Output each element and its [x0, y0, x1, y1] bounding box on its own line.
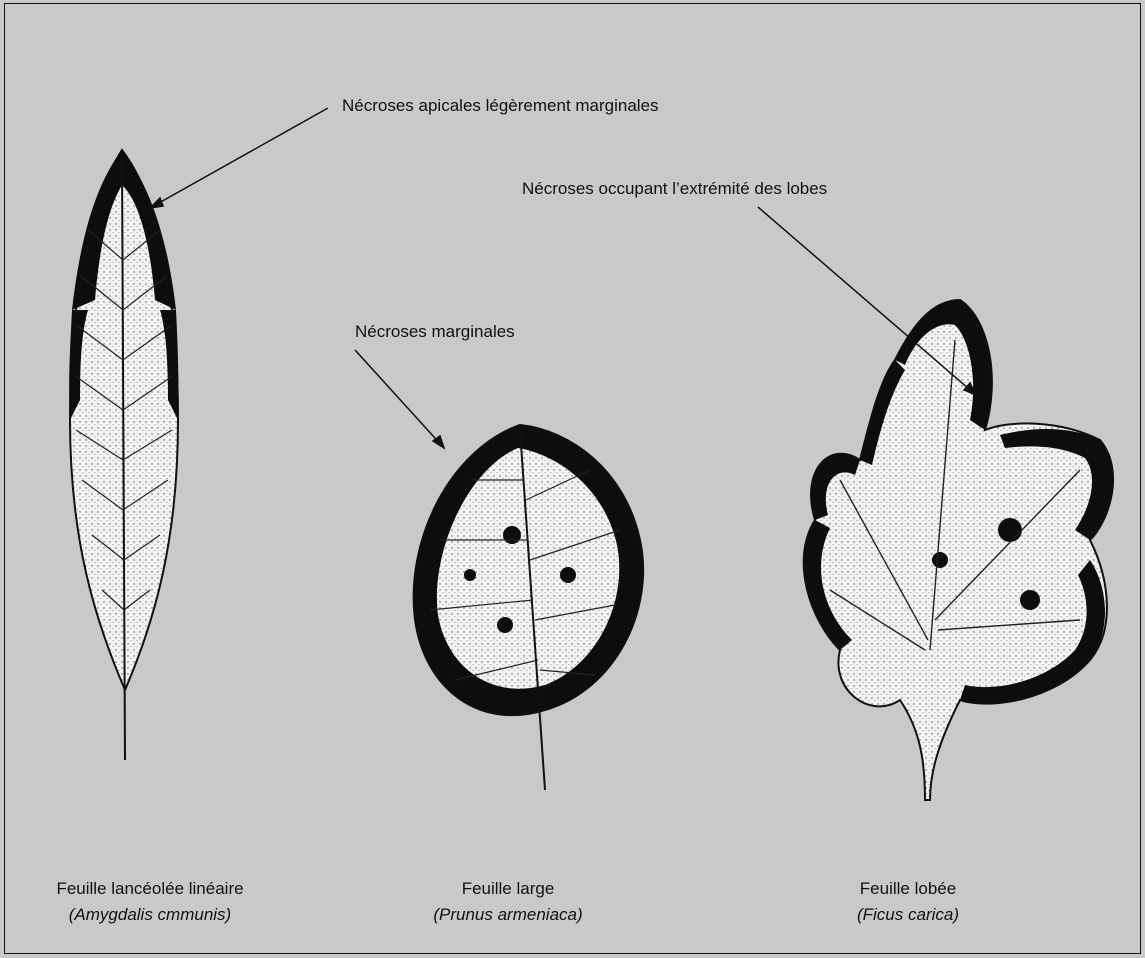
figure-frame [4, 3, 1141, 954]
